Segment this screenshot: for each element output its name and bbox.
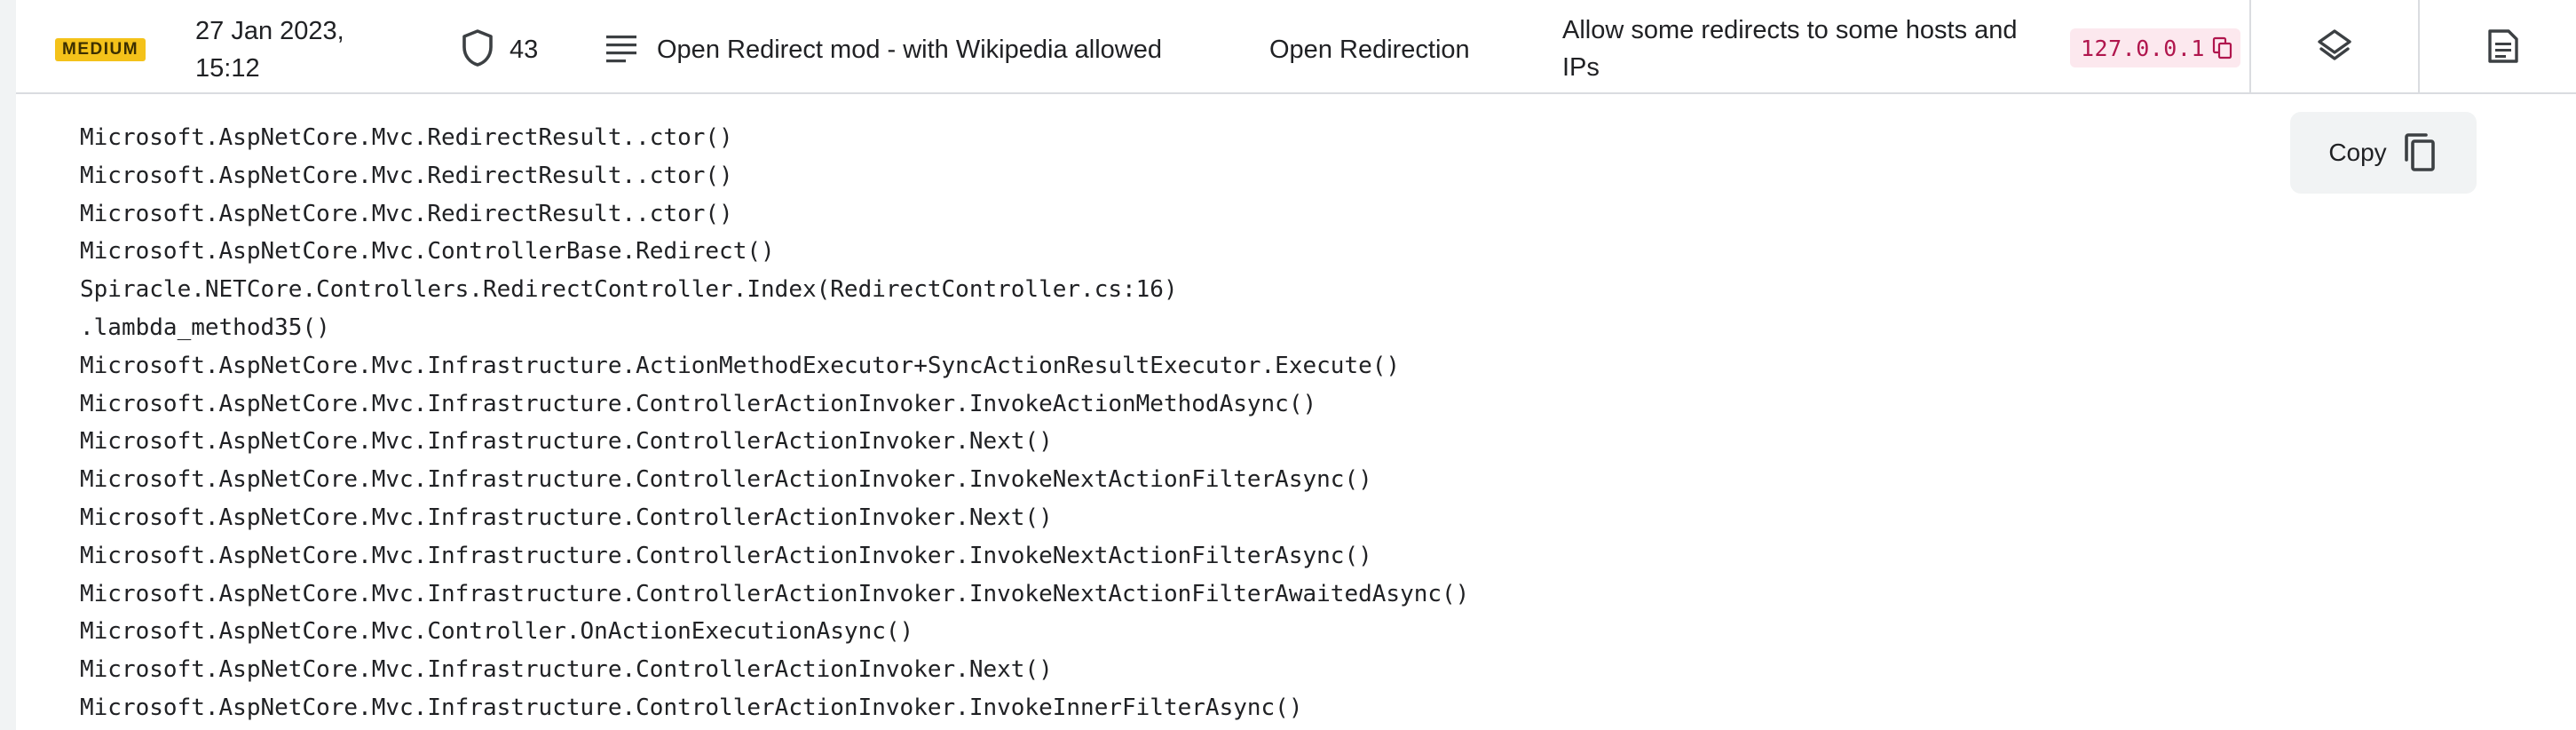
stack-trace-panel: Microsoft.AspNetCore.Mvc.RedirectResult.… bbox=[16, 94, 2576, 730]
stack-trace-line: Microsoft.AspNetCore.Mvc.Infrastructure.… bbox=[80, 390, 1317, 417]
stack-trace-line: Spiracle.NETCore.Controllers.RedirectCon… bbox=[80, 276, 1178, 304]
copy-icon bbox=[2404, 133, 2435, 171]
finding-row[interactable]: MEDIUM 27 Jan 2023, 15:12 43 Open Redire… bbox=[16, 0, 2576, 94]
severity-badge: MEDIUM bbox=[55, 38, 146, 61]
stack-trace-line: Microsoft.AspNetCore.Mvc.Infrastructure.… bbox=[80, 580, 1470, 607]
stack-trace-line: Microsoft.AspNetCore.Mvc.RedirectResult.… bbox=[80, 124, 733, 151]
stack-trace-line: Microsoft.AspNetCore.Mvc.Infrastructure.… bbox=[80, 694, 1303, 721]
stack-trace-line: Microsoft.AspNetCore.Mvc.Infrastructure.… bbox=[80, 542, 1372, 569]
notes-icon bbox=[606, 36, 636, 63]
finding-category: Open Redirection bbox=[1269, 36, 1470, 64]
stack-trace-line: Microsoft.AspNetCore.Mvc.Controller.OnAc… bbox=[80, 618, 914, 646]
stack-trace-line: Microsoft.AspNetCore.Mvc.Infrastructure.… bbox=[80, 504, 1053, 531]
shield-icon bbox=[462, 29, 493, 67]
finding-datetime: 27 Jan 2023, 15:12 bbox=[195, 17, 344, 83]
copy-button-label: Copy bbox=[2328, 139, 2387, 166]
stack-trace-line: Microsoft.AspNetCore.Mvc.Infrastructure.… bbox=[80, 466, 1372, 494]
rule-name: Open Redirect mod - with Wikipedia allow… bbox=[657, 36, 1162, 64]
stack-trace-line: Microsoft.AspNetCore.Mvc.RedirectResult.… bbox=[80, 200, 733, 227]
ip-address-chip[interactable]: 127.0.0.1 bbox=[2070, 28, 2240, 67]
layers-icon bbox=[2318, 29, 2351, 60]
stack-trace-line: Microsoft.AspNetCore.Mvc.ControllerBase.… bbox=[80, 238, 775, 266]
copy-stack-trace-button[interactable]: Copy bbox=[2290, 112, 2477, 194]
stack-trace-line: .lambda_method35() bbox=[80, 313, 330, 341]
occurrence-count: 43 bbox=[510, 36, 539, 64]
stack-trace-line: Microsoft.AspNetCore.Mvc.Infrastructure.… bbox=[80, 428, 1053, 456]
copy-icon[interactable] bbox=[2212, 36, 2233, 60]
stack-trace-line: Microsoft.AspNetCore.Mvc.RedirectResult.… bbox=[80, 162, 733, 189]
layers-button[interactable] bbox=[2249, 0, 2418, 92]
finding-description: Allow some redirects to some hosts and I… bbox=[1562, 16, 2018, 82]
stack-trace-line: Microsoft.AspNetCore.Mvc.Infrastructure.… bbox=[80, 656, 1053, 684]
ip-address: 127.0.0.1 bbox=[2081, 35, 2205, 61]
stack-trace: Microsoft.AspNetCore.Mvc.RedirectResult.… bbox=[80, 119, 1469, 727]
stack-trace-line: Microsoft.AspNetCore.Mvc.Infrastructure.… bbox=[80, 352, 1401, 379]
document-icon bbox=[2488, 29, 2518, 63]
details-button[interactable] bbox=[2418, 0, 2576, 92]
panel-left-edge bbox=[0, 0, 17, 730]
